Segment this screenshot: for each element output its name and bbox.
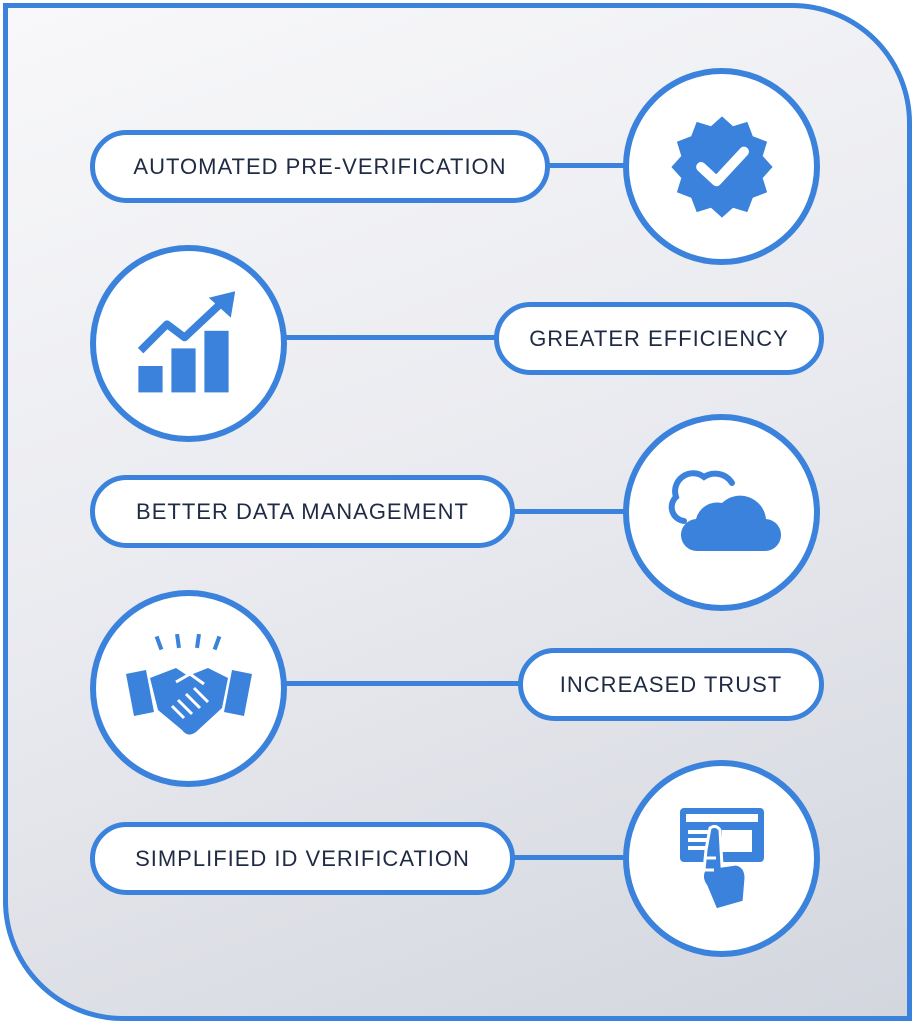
benefit-icon-circle [90, 245, 287, 442]
benefit-label: BETTER DATA MANAGEMENT [136, 498, 469, 524]
benefit-label: INCREASED TRUST [559, 671, 783, 697]
connector-line [510, 509, 630, 514]
benefit-label: GREATER EFFICIENCY [529, 325, 789, 351]
connector-line [285, 335, 500, 340]
benefit-icon-circle [90, 590, 287, 787]
benefit-label-pill: GREATER EFFICIENCY [494, 302, 824, 375]
cloud-icon [668, 469, 781, 551]
benefit-label-pill: SIMPLIFIED ID VERIFICATION [90, 822, 515, 895]
benefit-icon-circle [623, 414, 820, 611]
verified-badge-icon [670, 115, 773, 218]
benefit-label-pill: INCREASED TRUST [518, 648, 824, 721]
growth-chart-icon [137, 290, 235, 392]
id-card-scan-icon [679, 807, 764, 912]
connector-line [510, 855, 630, 860]
benefit-icon-circle [623, 68, 820, 265]
benefit-label: AUTOMATED PRE-VERIFICATION [133, 153, 507, 179]
benefit-icon-circle [623, 760, 820, 957]
connector-line [545, 163, 630, 168]
handshake-icon [125, 633, 252, 735]
benefit-label-pill: BETTER DATA MANAGEMENT [90, 475, 515, 548]
connector-line [285, 681, 525, 686]
benefit-label: SIMPLIFIED ID VERIFICATION [135, 845, 470, 871]
benefit-label-pill: AUTOMATED PRE-VERIFICATION [90, 130, 550, 203]
